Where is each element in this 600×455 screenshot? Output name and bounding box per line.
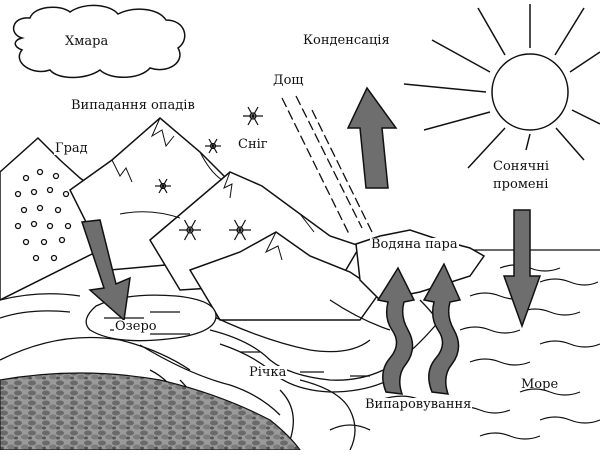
hail-dots bbox=[14, 168, 72, 262]
sun-icon bbox=[403, 4, 600, 169]
snowflake-icon bbox=[155, 106, 263, 241]
mountain-details bbox=[111, 117, 315, 261]
precipitation-arrow bbox=[80, 219, 131, 322]
rain-label: Дощ bbox=[272, 73, 305, 88]
rock-texture bbox=[0, 372, 302, 451]
condensation-label: Конденсація bbox=[302, 33, 391, 48]
sun-rays-label-line2: промені bbox=[492, 177, 550, 192]
cloud-label: Хмара bbox=[65, 34, 109, 49]
sun-rays-label-line1: Сонячні bbox=[492, 159, 551, 174]
snow-label: Сніг bbox=[237, 137, 269, 152]
hail-label: Град bbox=[54, 141, 89, 156]
evaporation-label: Випаровування bbox=[364, 397, 473, 412]
wavy-arrow-icon bbox=[376, 262, 462, 395]
lake-label: Озеро bbox=[114, 319, 158, 334]
water-vapor-label: Водяна пара bbox=[370, 237, 459, 252]
condensation-arrow bbox=[346, 86, 398, 189]
rain-streaks bbox=[281, 95, 373, 237]
cloud-icon bbox=[12, 4, 186, 79]
river-label: Річка bbox=[248, 365, 288, 380]
precipitation-label: Випадання опадів bbox=[70, 98, 196, 113]
sunlight-arrow bbox=[502, 209, 542, 329]
sea-label: Море bbox=[521, 377, 559, 392]
